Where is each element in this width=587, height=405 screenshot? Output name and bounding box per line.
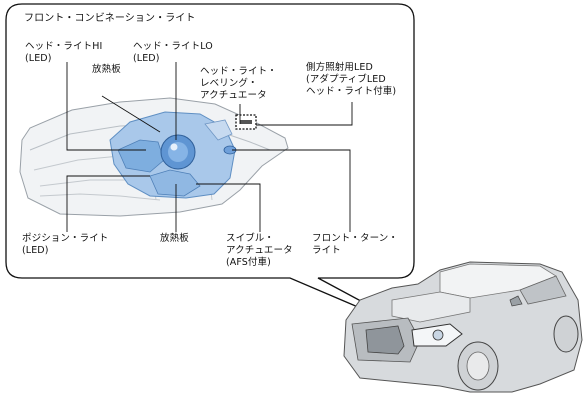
label-side-led: 側方照射用LED (アダプティブLED ヘッド・ライト付車) — [306, 62, 397, 97]
label-position-light: ポジション・ライト (LED) — [22, 233, 109, 256]
label-turn-light: フロント・ターン・ ライト — [312, 233, 398, 256]
leader-lines — [66, 62, 353, 232]
label-leveling-actuator: ヘッド・ライト・ レベリング・ アクチュエータ — [200, 66, 277, 101]
label-swivel-actuator: スイブル・ アクチュエータ (AFS付車) — [226, 233, 293, 268]
label-headlight-lo: ヘッド・ライトLO (LED) — [133, 41, 213, 64]
label-headlight-hi: ヘッド・ライトHI (LED) — [25, 41, 103, 64]
headlamp-assembly — [19, 97, 289, 217]
car-illustration — [343, 261, 583, 393]
label-heatsink-bottom: 放熱板 — [160, 233, 189, 244]
page-title: フロント・コンビネーション・ライト — [24, 13, 196, 24]
label-heatsink-top: 放熱板 — [92, 64, 121, 75]
